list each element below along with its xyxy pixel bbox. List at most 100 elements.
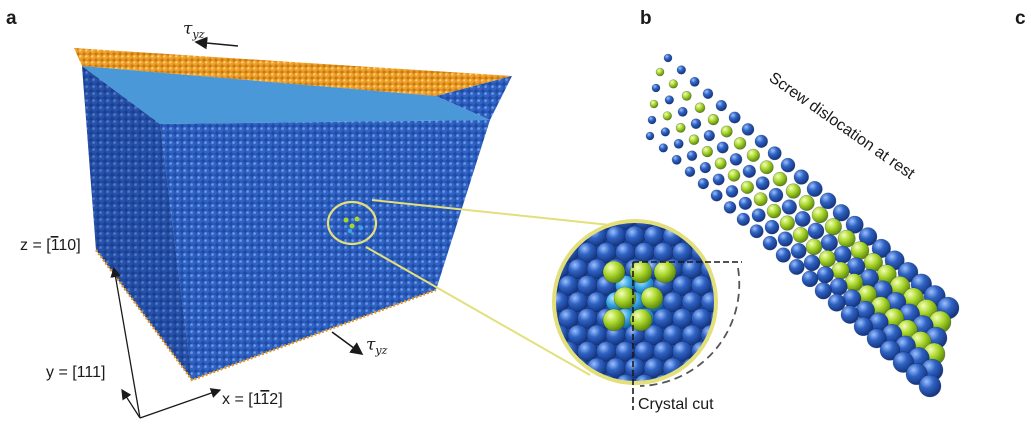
row-atom-blue — [715, 99, 727, 112]
row-atom-blue — [677, 106, 688, 117]
x-axis-label: x = [112] — [222, 391, 283, 408]
stress-top-label: τyz — [183, 19, 205, 41]
crystal-bottom-edge — [94, 249, 437, 382]
row-atom-blue — [803, 254, 821, 272]
row-atom-blue — [832, 204, 850, 222]
row-atom-blue — [686, 150, 698, 162]
row-atom-blue — [676, 65, 686, 75]
zoom-connector-top — [371, 199, 611, 226]
panel-a: a τyz — [6, 8, 512, 419]
z-axis-label: z = [110] — [20, 237, 81, 254]
row-atom-blue — [710, 189, 723, 202]
row-atom-blue — [690, 118, 702, 130]
row-atom-blue — [728, 111, 741, 124]
row-atom-blue — [777, 231, 793, 247]
row-atom-blue — [684, 166, 696, 178]
y-axis-arrow — [121, 388, 141, 419]
row-atom-green — [831, 261, 850, 280]
zoom-atom — [615, 222, 636, 230]
row-atom-blue — [793, 169, 809, 185]
row-atom-blue — [918, 374, 942, 398]
row-atom-blue — [736, 212, 750, 226]
zoom-atom — [710, 275, 715, 296]
row-atom-green — [759, 160, 774, 175]
row-atom-green — [707, 113, 719, 126]
row-atom-blue — [699, 161, 711, 174]
row-atom-blue — [814, 282, 832, 300]
row-atom-green — [779, 215, 795, 231]
row-atom-blue — [806, 180, 823, 197]
row-atom-green — [792, 226, 809, 243]
row-atom-green — [785, 183, 801, 199]
row-atom-green — [662, 111, 672, 121]
dislocation-rows — [645, 53, 960, 398]
row-atom-blue — [697, 177, 709, 190]
row-atom-blue — [866, 328, 887, 349]
row-atom-blue — [790, 242, 807, 259]
row-atom-blue — [833, 245, 852, 264]
zoom-atom-green — [629, 260, 653, 284]
row-atom-green — [818, 250, 836, 268]
row-atom-green — [746, 148, 760, 162]
row-atom-blue — [767, 146, 782, 161]
row-atom-green — [772, 171, 788, 187]
row-atom-blue — [781, 199, 797, 215]
panel-label-b: b — [640, 8, 652, 29]
row-atom-blue — [664, 95, 674, 105]
stress-bottom-label: τyz — [366, 335, 388, 357]
row-atom-green — [805, 238, 823, 256]
row-atom-blue — [645, 131, 655, 141]
y-axis-label: y = [111] — [46, 364, 105, 381]
row-atom-blue — [764, 219, 780, 235]
zoom-atom-green — [629, 308, 653, 332]
row-atom-blue — [729, 153, 743, 166]
row-atom-blue — [712, 173, 725, 186]
row-atom-green — [727, 169, 741, 182]
row-atom-blue — [647, 115, 657, 125]
crystal-block — [74, 48, 512, 382]
row-atom-blue — [754, 134, 768, 148]
row-atom-blue — [853, 316, 873, 337]
row-atom-green — [733, 137, 747, 150]
crystal-cut-label: Crystal cut — [638, 396, 714, 413]
crystal-shading — [82, 66, 192, 380]
cut-arc — [639, 267, 741, 387]
row-atom-green — [720, 125, 733, 138]
row-atom-green — [753, 192, 768, 207]
row-atom-green — [837, 229, 856, 248]
row-atom-blue — [762, 235, 778, 251]
zoom-atom — [700, 291, 715, 313]
zoom-connector-bottom — [365, 246, 591, 376]
row-atom-blue — [801, 270, 819, 288]
zoom-atom — [634, 222, 655, 230]
row-atom-green — [655, 67, 665, 77]
crystal-right-face — [436, 76, 512, 120]
zoom-atom — [634, 374, 655, 382]
zoom-atom-green — [640, 286, 664, 310]
row-atom-blue — [858, 227, 878, 246]
row-atom-blue — [820, 234, 838, 252]
row-atom-green — [766, 203, 782, 219]
row-atom-green — [688, 134, 700, 146]
row-atom-green — [649, 99, 659, 109]
zoom-atom-green — [602, 260, 626, 284]
row-atom-blue — [788, 258, 805, 275]
row-atom-blue — [840, 305, 860, 324]
row-atom-blue — [703, 129, 715, 142]
crystal-cut-markers: Crystal cut — [632, 261, 742, 413]
row-atom-blue — [658, 143, 668, 153]
row-atom-blue — [716, 141, 729, 154]
row-atom-blue — [816, 266, 834, 284]
crystal-front-face — [160, 120, 490, 380]
row-atom-green — [681, 90, 692, 101]
zoom-atom — [530, 292, 550, 312]
row-atom-green — [798, 194, 815, 211]
row-atom-blue — [827, 293, 846, 312]
row-atom-blue — [794, 210, 811, 227]
coordinate-axes: z = [110] y = [111] x = [112] — [20, 237, 283, 419]
zoom-atom — [615, 374, 636, 382]
row-atom-green — [740, 180, 754, 194]
row-atom-green — [694, 102, 706, 114]
zoom-atoms — [530, 222, 715, 382]
